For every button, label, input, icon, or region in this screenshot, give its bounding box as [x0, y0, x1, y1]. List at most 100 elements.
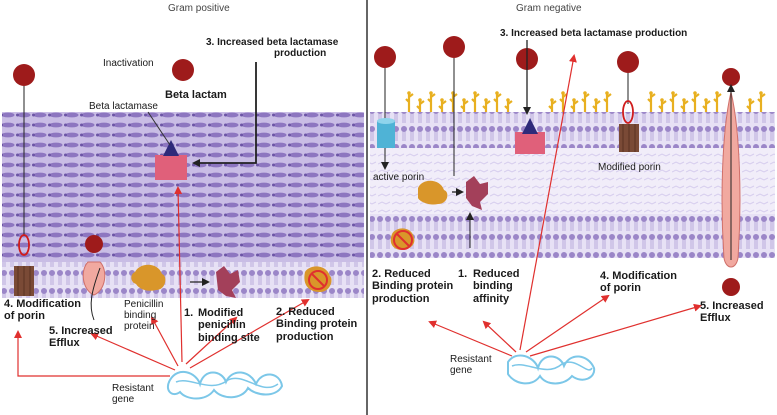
reduced-pbp-right	[390, 228, 415, 250]
lps-sugar	[572, 98, 576, 102]
modified-line2: penicillin	[198, 319, 246, 332]
lps-sugar	[506, 98, 510, 102]
inactivation-pointer	[147, 111, 171, 146]
efflux-drug-bottom	[722, 278, 740, 296]
lps-chain	[405, 93, 414, 112]
efflux-label-left: 5. Increased Efflux	[49, 325, 113, 350]
left-panel-title: Gram positive	[168, 3, 230, 14]
mod-porin-line1: 4. Modification	[4, 298, 81, 310]
lps-chain	[658, 100, 667, 112]
modified-porin-label: Modified porin	[598, 162, 661, 173]
reduced-bp-line2: Binding protein	[372, 280, 454, 293]
modified-pbp	[216, 266, 240, 298]
beta-lactamase-label: Beta lactamase	[89, 101, 158, 112]
beta-lactam-molecule	[172, 59, 194, 81]
lps-layer	[405, 91, 766, 112]
lps-chain	[482, 100, 491, 112]
lps-chain	[669, 93, 678, 112]
active-porin	[377, 118, 395, 148]
efflux-drug-molecule	[85, 235, 103, 253]
lps-sugar	[561, 91, 565, 95]
lps-sugar	[759, 91, 763, 95]
lps-sugar	[693, 91, 697, 95]
resistant-r-line1: Resistant	[450, 354, 492, 365]
lps-chain	[603, 93, 612, 112]
lps-chain	[471, 93, 480, 112]
pbp-line1: Penicillin	[124, 299, 164, 310]
modified-line3: binding site	[198, 331, 260, 344]
lps-chain	[592, 100, 601, 112]
lps-chain	[713, 93, 722, 112]
outer-membrane	[370, 112, 775, 148]
lps-sugar	[605, 91, 609, 95]
lps-chain	[416, 100, 425, 112]
reduced-line1: 2. Reduced	[276, 306, 335, 318]
lps-sugar	[484, 98, 488, 102]
reduced-aff-num: 1.	[458, 268, 468, 280]
active-porin-label: active porin	[373, 172, 425, 183]
lps-sugar	[440, 98, 444, 102]
increased-bl-arrow	[192, 62, 257, 167]
mod-porin-r-line1: 4. Modification	[600, 270, 677, 282]
right-panel-title: Gram negative	[516, 3, 582, 14]
resistant-r-line2: gene	[450, 365, 473, 377]
pbp-right	[418, 180, 448, 205]
lps-chain	[427, 93, 436, 112]
lps-sugar	[473, 91, 477, 95]
resistant-gene-left	[166, 370, 284, 400]
reduced-line3: production	[276, 330, 334, 343]
lps-sugar	[495, 91, 499, 95]
lps-sugar	[704, 98, 708, 102]
lps-chain	[460, 100, 469, 112]
increased-bl-label-left: 3. Increased beta lactamase production	[206, 37, 338, 59]
reduced-bp-label-left: 2. Reduced Binding protein production	[276, 306, 357, 343]
reduced-line2: Binding protein	[276, 318, 358, 331]
gene-arrows-left	[14, 186, 310, 377]
reduced-bp-label-right: 2. Reduced Binding protein production	[372, 268, 453, 305]
reduced-aff-label: Reduced binding affinity	[473, 268, 519, 305]
mod-porin-line2: of porin	[4, 310, 45, 323]
lps-chain	[702, 100, 711, 112]
gene-arrows-right	[428, 54, 702, 357]
reduced-bp-line1: 2. Reduced	[372, 268, 431, 280]
resistant-line1: Resistant	[112, 383, 154, 394]
efflux-drug-top	[722, 68, 740, 86]
lps-sugar	[594, 98, 598, 102]
lps-sugar	[418, 98, 422, 102]
lps-sugar	[715, 91, 719, 95]
modified-site-label: Modified penicillin binding site	[198, 307, 260, 344]
gram-negative-panel	[370, 36, 775, 385]
lps-sugar	[429, 91, 433, 95]
lps-chain	[680, 100, 689, 112]
resistant-line2: gene	[112, 394, 135, 406]
lps-chain	[581, 93, 590, 112]
lps-chain	[691, 93, 700, 112]
lps-sugar	[407, 91, 411, 95]
beta-lactamase-enzyme	[155, 140, 187, 180]
lps-sugar	[660, 98, 664, 102]
modified-line1: Modified	[198, 307, 244, 319]
lps-sugar	[649, 91, 653, 95]
gram-positive-panel	[2, 59, 364, 400]
lps-chain	[438, 100, 447, 112]
pbp-line3: protein	[124, 321, 155, 333]
penicillin-binding-protein	[131, 264, 166, 291]
modified-porin-drug	[617, 51, 639, 73]
efflux-line2: Efflux	[49, 337, 80, 350]
porin-drug-molecule	[13, 64, 35, 86]
efflux-pointer	[90, 267, 101, 321]
efflux-label-right: 5. Increased Efflux	[700, 300, 764, 325]
lps-sugar	[550, 98, 554, 102]
drug-to-pbp	[443, 36, 465, 58]
lps-chain	[570, 100, 579, 112]
increased-bl-line1: 3. Increased beta lactamase	[206, 37, 339, 48]
lps-sugar	[671, 91, 675, 95]
lps-sugar	[462, 98, 466, 102]
efflux-r-line2: Efflux	[700, 312, 731, 325]
resistant-gene-label-right: Resistant gene	[450, 354, 492, 376]
mod-porin-label-right: 4. Modification of porin	[600, 270, 677, 295]
modified-num: 1.	[184, 307, 194, 319]
lps-chain	[746, 100, 755, 112]
blocked-entry-icon	[18, 234, 30, 256]
